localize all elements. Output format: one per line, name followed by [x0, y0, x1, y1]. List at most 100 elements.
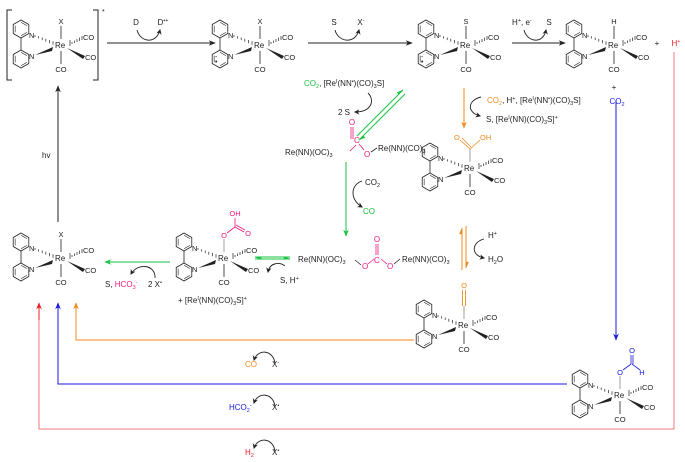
double-bond [579, 412, 586, 417]
double-bond [219, 51, 226, 56]
curved-arrow-co2 [352, 180, 363, 208]
plus-sign: + [655, 39, 660, 48]
wedge-bond [234, 47, 252, 55]
label-carbonate-reagents: S, H+​ [280, 276, 299, 285]
co-ligand: CO [488, 33, 499, 42]
c-o-double [234, 226, 245, 233]
bicarb-o: O [245, 229, 251, 238]
double-bond [423, 301, 430, 306]
co-ligand: CO [83, 246, 94, 255]
co-ligand: CO [608, 65, 619, 74]
pyridine-ring [571, 399, 589, 419]
double-bond [20, 264, 27, 269]
n-atom-bottom: N [192, 265, 197, 274]
co-ligand: CO [464, 188, 475, 197]
double-bond [429, 174, 436, 179]
double-bond [573, 21, 580, 26]
label-carbonate-c: C [374, 256, 380, 265]
radical-dot: • [215, 59, 218, 66]
label-co2-release: CO2​ [365, 178, 380, 189]
wedge-bond [626, 398, 644, 409]
pyridine-ring [415, 299, 433, 319]
n-atom-bottom: N [438, 175, 443, 184]
bicarb-oh: OH [229, 209, 240, 218]
double-bond [425, 21, 432, 26]
metal-re: Re [614, 391, 625, 400]
label-donor: D [133, 18, 139, 27]
n-atom-top: N [192, 244, 197, 253]
o-c-bond [226, 226, 236, 234]
bond [370, 147, 378, 153]
metal-re: Re [218, 254, 229, 263]
formate-o: O [617, 368, 623, 377]
co-ligand: CO [460, 65, 471, 74]
axial-ligand: X [58, 17, 63, 26]
label-dimer-o-top: O [349, 118, 355, 127]
anion-mark: - [215, 54, 218, 61]
wedge-bond [198, 260, 216, 268]
n-atom-top: N [582, 31, 587, 40]
n-atom-top: N [434, 31, 439, 40]
double-bond [219, 21, 226, 26]
double-bond [573, 51, 580, 56]
label-dimer-right: Re(NN)(CO)3​ [378, 144, 426, 155]
label-protonation: H+​ [488, 231, 497, 240]
label-dimer-o-bridge: O [364, 150, 370, 159]
label-carbonate-o1: O [362, 262, 368, 271]
metal-re: Re [608, 41, 619, 50]
carboxyl-oh: OH [480, 133, 491, 142]
co-ligand: CO [486, 313, 497, 322]
curved-arrow-water [473, 238, 486, 260]
bond [358, 143, 365, 151]
axial-ligand: S [463, 17, 468, 26]
double-bond [20, 234, 27, 239]
co-ligand: CO [282, 33, 293, 42]
double-bond [423, 342, 430, 347]
co-ligand: CO [494, 176, 505, 185]
double-bond [429, 144, 436, 149]
n-atom-bottom: N [228, 52, 233, 61]
label-donor-radical: D•+​ [158, 18, 169, 27]
label-bicarb-byproduct: + [ReI​(NN)(CO)3​S]+​ [178, 296, 247, 307]
curved-arrow-green [353, 92, 372, 115]
curved-arrow-carbonate [266, 263, 286, 274]
bond [349, 144, 357, 152]
metal-re: Re [464, 164, 475, 173]
double-bond [579, 401, 586, 406]
label-x-anion: X-​ [357, 18, 364, 27]
co-ligand: CO [638, 53, 649, 62]
n-atom-bottom: N [434, 52, 439, 61]
double-bond [219, 32, 226, 37]
double-bond [219, 62, 226, 67]
n-atom-top: N [432, 311, 437, 320]
bond [393, 258, 401, 265]
pyridine-ring [571, 369, 589, 389]
label-x-radical-red: X•​ [272, 448, 279, 457]
pyridine-ring [175, 262, 193, 282]
arrow-green-forward [356, 89, 404, 137]
n-atom-bottom: N [588, 402, 593, 411]
formate-h: H [639, 368, 644, 377]
wedge-bond [440, 47, 458, 55]
label-solvent-out: S [546, 18, 551, 27]
curved-arrow-orange [469, 96, 482, 118]
pyridine-ring [211, 19, 229, 39]
co-ligand: CO [614, 415, 625, 424]
co-ligand: CO [492, 156, 503, 165]
label-dimer-c: C [354, 136, 360, 145]
pyridine-ring [417, 49, 435, 69]
label-co-out: CO [245, 360, 257, 369]
pyridine-ring [12, 49, 30, 69]
c-o-double [461, 137, 472, 148]
n-atom-top: N [29, 31, 34, 40]
pyridine-ring [415, 329, 433, 349]
wedge-bond [620, 48, 638, 59]
double-bond [425, 51, 432, 56]
metal-re: Re [460, 41, 471, 50]
